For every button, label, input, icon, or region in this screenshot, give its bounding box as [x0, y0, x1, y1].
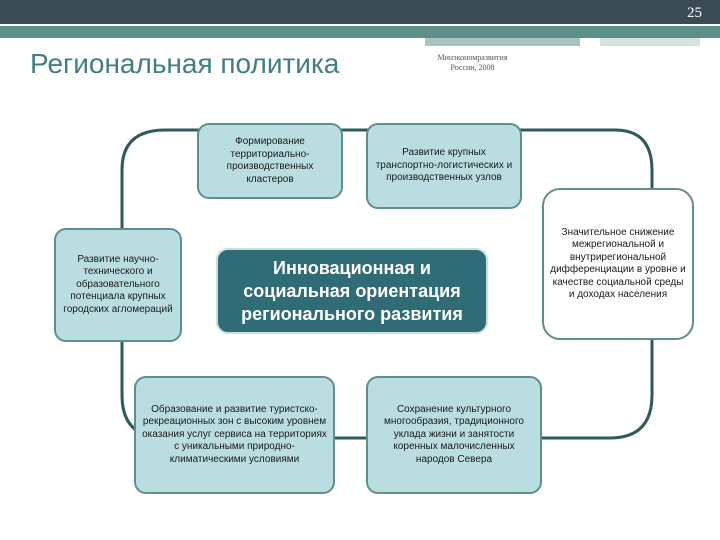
- central-goal: Инновационная и социальная ориентация ре…: [216, 248, 488, 334]
- box-culture: Сохранение культурного многообразия, тра…: [366, 376, 542, 494]
- slide-title: Региональная политика: [30, 48, 340, 79]
- box-tourism: Образование и развитие туристско-рекреац…: [134, 376, 335, 494]
- top-bar: 25: [0, 0, 720, 24]
- box-science-text: Развитие научно-технического и образоват…: [63, 253, 173, 315]
- box-transport: Развитие крупных транспортно-логистическ…: [366, 123, 522, 209]
- central-goal-text: Инновационная и социальная ориентация ре…: [241, 257, 463, 324]
- box-tourism-text: Образование и развитие туристско-рекреац…: [142, 403, 327, 465]
- box-clusters-text: Формирование территориально-производстве…: [226, 136, 314, 185]
- accent-strip-light: [425, 38, 580, 46]
- accent-strip: [0, 26, 720, 38]
- source-line-1: Минэкономразвития: [437, 53, 508, 62]
- accent-strip-pale: [600, 38, 700, 46]
- box-transport-text: Развитие крупных транспортно-логистическ…: [375, 147, 513, 184]
- box-differentiation-text: Значительное снижение межрегиональной и …: [550, 226, 686, 301]
- source-note: Минэкономразвития России, 2008: [430, 53, 515, 73]
- box-culture-text: Сохранение культурного многообразия, тра…: [384, 403, 524, 465]
- box-differentiation: Значительное снижение межрегиональной и …: [542, 188, 694, 340]
- source-line-2: России, 2008: [450, 63, 495, 72]
- page-number: 25: [687, 5, 702, 21]
- box-clusters: Формирование территориально-производстве…: [197, 123, 343, 199]
- box-science: Развитие научно-технического и образоват…: [54, 228, 182, 342]
